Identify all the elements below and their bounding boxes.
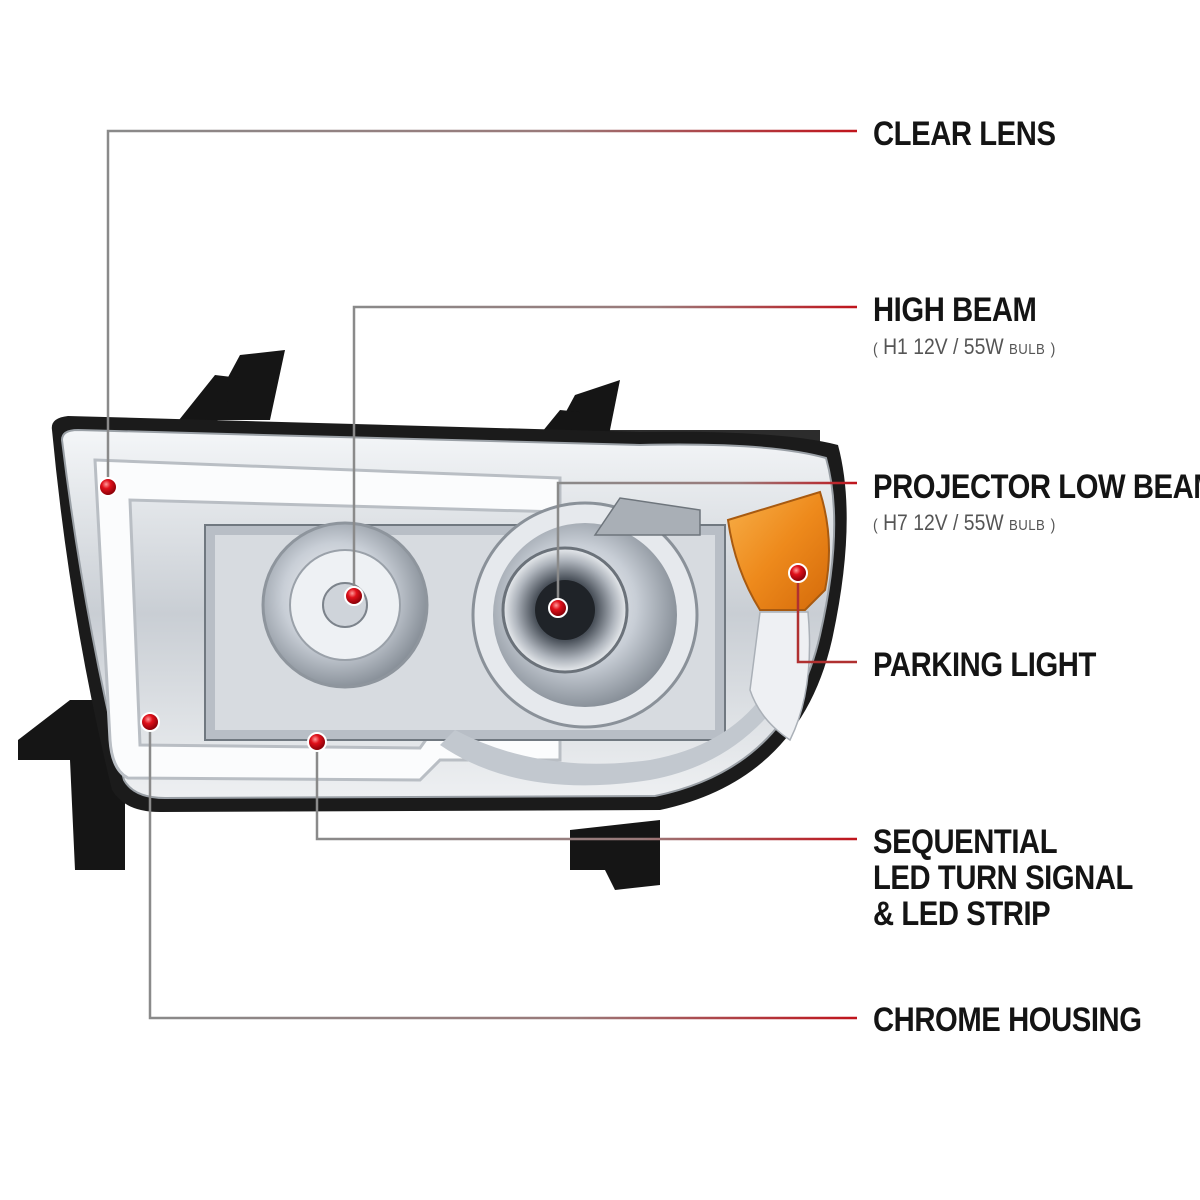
marker-projector-low-beam [548, 598, 568, 618]
sequential-line-1: SEQUENTIAL [873, 823, 1058, 861]
projector-spec-power: 12V / 55W [913, 510, 1004, 535]
leader-clear-lens [106, 129, 857, 487]
marker-chrome-housing [140, 712, 160, 732]
projector-spec-unit: BULB [1009, 517, 1046, 534]
sequential-line-2: LED TURN SIGNAL [873, 859, 1133, 897]
projector-spec-open: ( [873, 517, 878, 534]
leader-projector-low-beam [556, 481, 857, 608]
sequential-led-label: SEQUENTIAL LED TURN SIGNAL & LED STRIP [873, 824, 1133, 932]
high-beam-spec-close: ) [1050, 341, 1056, 358]
parking-light-label: PARKING LIGHT [873, 646, 1096, 684]
chrome-housing-label: CHROME HOUSING [873, 1001, 1142, 1039]
high-beam-spec: ( H1 12V / 55W BULB ) [873, 335, 1055, 362]
high-beam-spec-bulb: H1 [883, 334, 908, 359]
high-beam-spec-unit: BULB [1009, 341, 1046, 358]
leader-chrome-housing [148, 722, 857, 1020]
high-beam-label: HIGH BEAM [873, 291, 1037, 329]
callout-markers [98, 477, 808, 752]
projector-spec-close: ) [1050, 517, 1056, 534]
chrome-housing-body [51, 416, 847, 812]
leader-lines [106, 129, 857, 1020]
clear-lens-label: CLEAR LENS [873, 115, 1056, 153]
marker-clear-lens [98, 477, 118, 497]
leader-high-beam [352, 305, 857, 596]
projector-low-beam-spec: ( H7 12V / 55W BULB ) [873, 511, 1055, 538]
marker-high-beam [344, 586, 364, 606]
leader-parking-light [796, 573, 857, 664]
leader-sequential [315, 742, 857, 841]
sequential-line-3: & LED STRIP [873, 895, 1051, 933]
marker-parking-light [788, 563, 808, 583]
marker-sequential [307, 732, 327, 752]
high-beam-spec-power: 12V / 55W [913, 334, 1004, 359]
projector-low-beam-label: PROJECTOR LOW BEAM [873, 468, 1200, 506]
projector-spec-bulb: H7 [883, 510, 908, 535]
high-beam-spec-open: ( [873, 341, 878, 358]
